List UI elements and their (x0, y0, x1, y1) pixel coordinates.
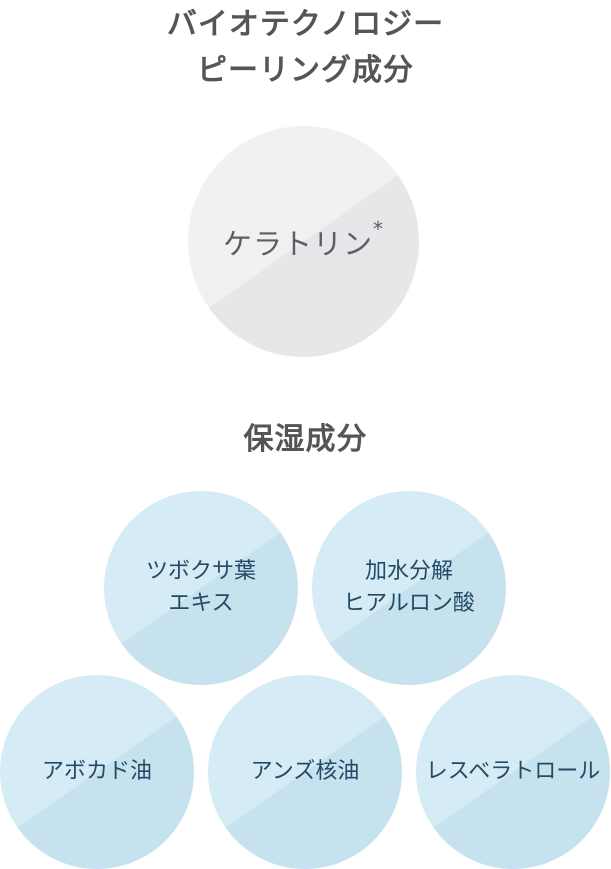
ingredient-label-line1: ツボクサ葉 (145, 559, 256, 584)
ingredient-circle-centella: ツボクサ葉 エキス (104, 491, 298, 685)
peeling-title-line2: ピーリング成分 (197, 53, 414, 88)
ingredient-label-line1: 加水分解 (364, 559, 453, 584)
ingredient-circle-avocado: アボカド油 (0, 675, 194, 869)
ingredient-footnote-mark: * (373, 216, 384, 241)
ingredient-label-line1: アボカド油 (41, 759, 152, 784)
ingredient-name: ケラトリン (222, 226, 373, 261)
ingredient-label-line2: ヒアルロン酸 (343, 591, 475, 616)
ingredient-label-line2: エキス (168, 591, 234, 616)
ingredient-circle-resveratrol: レスベラトロール (416, 675, 610, 869)
ingredient-label: 加水分解 ヒアルロン酸 (343, 556, 475, 620)
moisture-section-title: 保湿成分 (0, 417, 611, 463)
peeling-section-title: バイオテクノロジー ピーリング成分 (0, 2, 611, 94)
ingredient-label: ケラトリン* (222, 217, 384, 263)
ingredient-circle-keratolin: ケラトリン* (188, 126, 419, 357)
ingredient-circle-apricot: アンズ核油 (208, 675, 402, 869)
ingredient-label: アボカド油 (42, 756, 152, 788)
ingredient-circle-hyaluronic: 加水分解 ヒアルロン酸 (312, 491, 506, 685)
moisture-title: 保湿成分 (243, 422, 368, 457)
peeling-title-line1: バイオテクノロジー (166, 7, 445, 42)
ingredient-label: レスベラトロール (426, 756, 600, 788)
ingredient-label-line1: アンズ核油 (250, 759, 360, 784)
ingredient-label: ツボクサ葉 エキス (146, 556, 256, 620)
ingredient-label-line1: レスベラトロール (425, 759, 601, 784)
ingredient-label: アンズ核油 (251, 756, 360, 788)
